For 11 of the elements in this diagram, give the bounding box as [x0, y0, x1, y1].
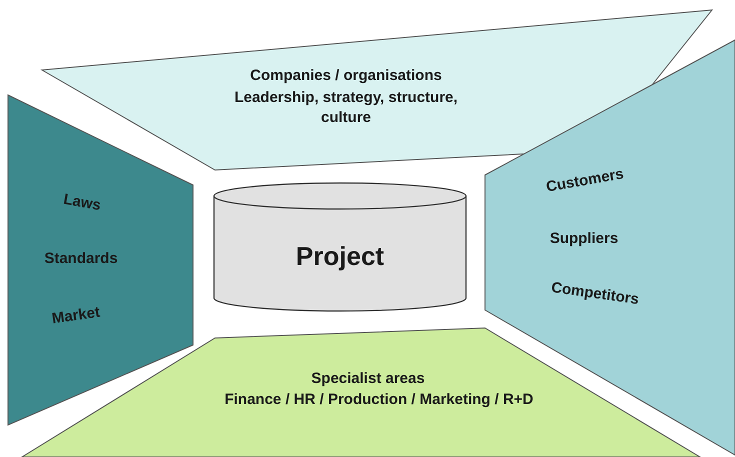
- panel-label: Laws: [61, 190, 104, 216]
- panel-label: Leadership, strategy, structure, culture: [233, 88, 459, 128]
- panel-label: Project: [294, 240, 386, 273]
- panel-label: Standards: [43, 249, 119, 269]
- panel-label: Finance / HR / Production / Marketing / R+D: [224, 390, 534, 410]
- panel-label: Customers: [544, 164, 626, 198]
- panel-label: Suppliers: [548, 229, 620, 249]
- panel-label: Companies / organisations: [249, 66, 443, 86]
- panel-label: Market: [50, 302, 102, 330]
- panel-label: Competitors: [549, 278, 641, 310]
- panel-label: Specialist areas: [310, 369, 426, 389]
